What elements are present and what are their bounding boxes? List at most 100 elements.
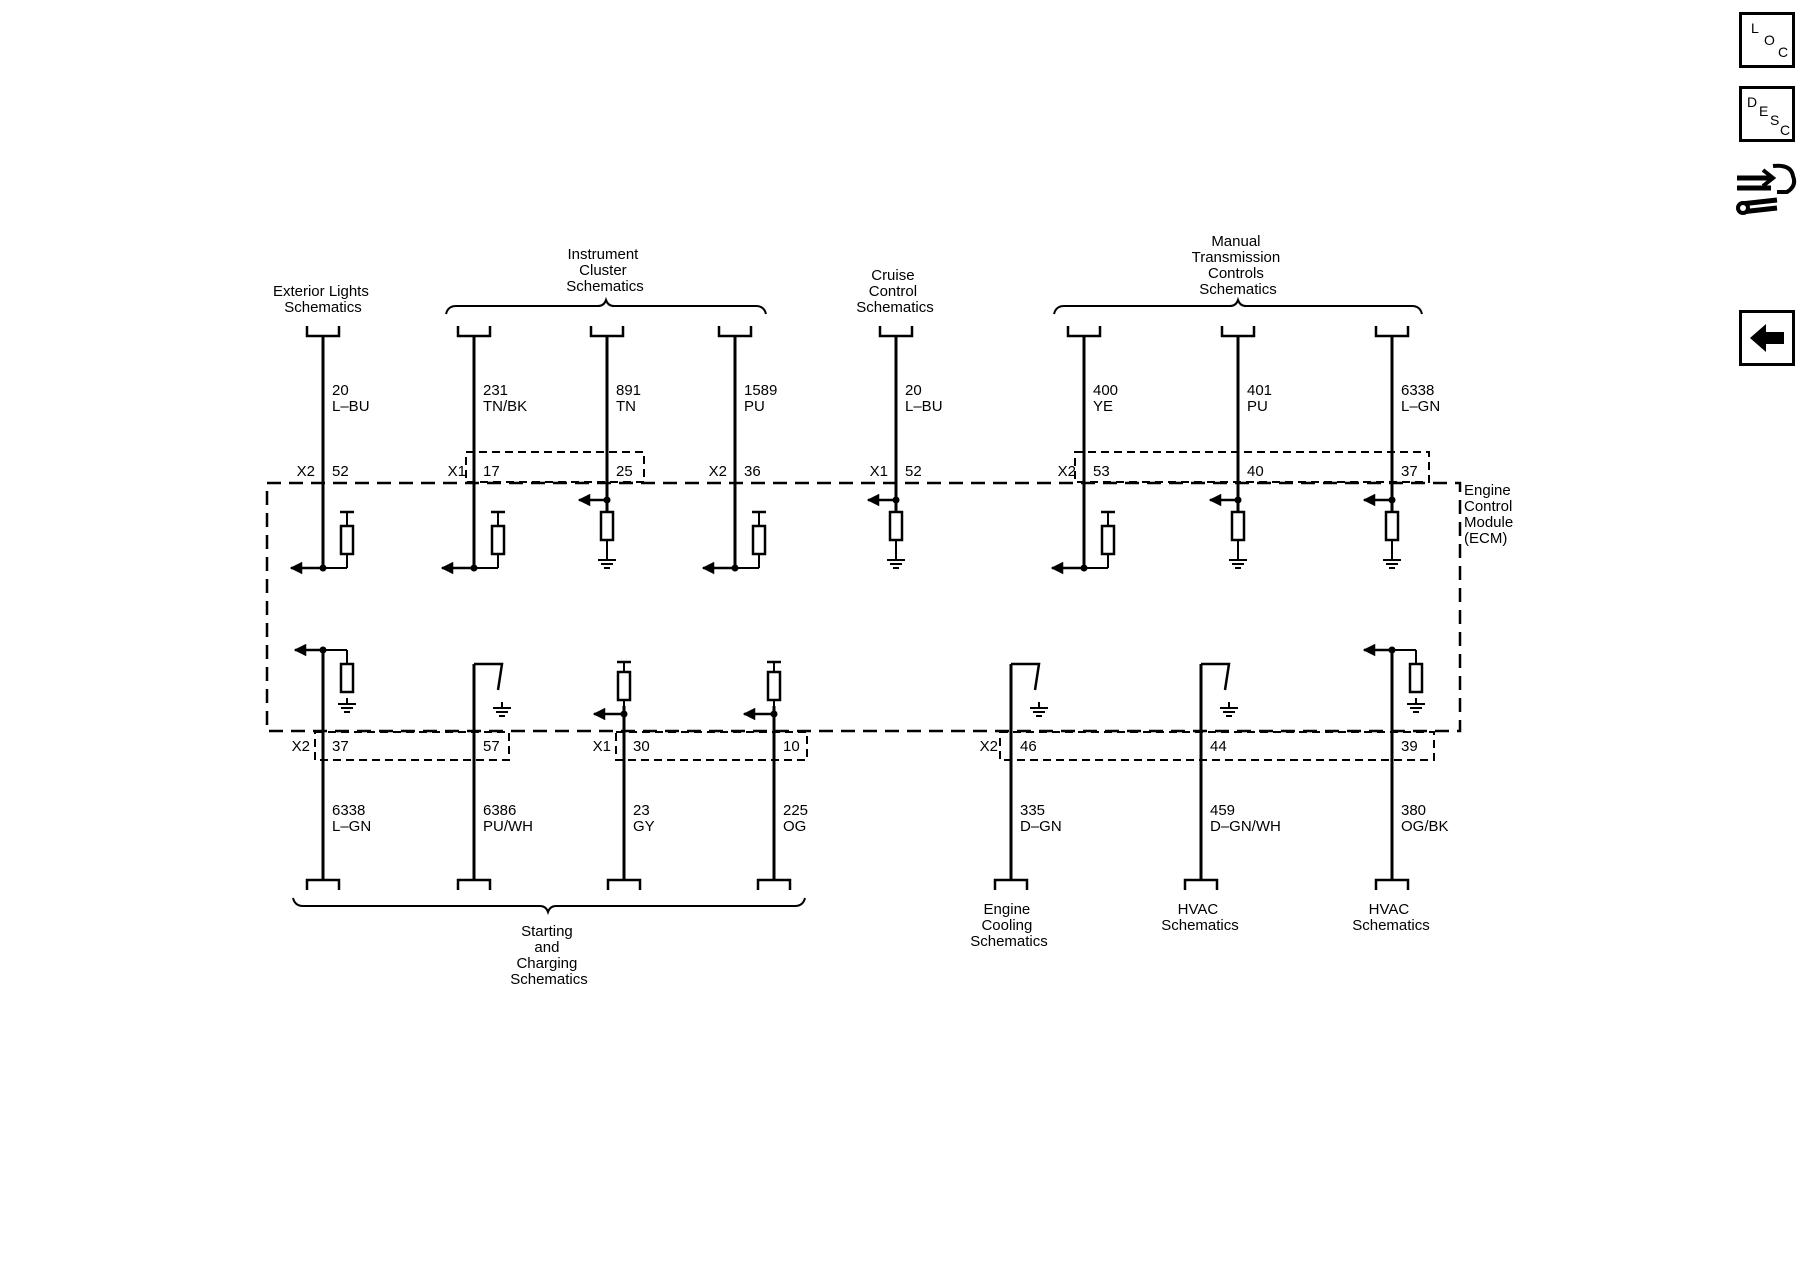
- circuit-number: 1589: [744, 382, 777, 399]
- pin-number: 46: [1020, 738, 1037, 755]
- wire-color: L–GN: [332, 818, 371, 835]
- wire-color: YE: [1093, 398, 1113, 415]
- brace-instrument-cluster: [445, 296, 767, 315]
- pin-number: 30: [633, 738, 650, 755]
- loc-letter-o: O: [1764, 32, 1775, 48]
- connector-symbol: [305, 878, 341, 890]
- connector-id: X1: [870, 463, 888, 480]
- connector-symbol: [606, 878, 642, 890]
- wire-color: D–GN/WH: [1210, 818, 1281, 835]
- pin-number: 44: [1210, 738, 1227, 755]
- circuit-number: 6386: [483, 802, 516, 819]
- arrow-left-icon: [1750, 324, 1784, 352]
- resistor: [339, 662, 355, 694]
- connector-tools-button[interactable]: [1733, 156, 1800, 220]
- desc-letter-s: S: [1770, 112, 1780, 128]
- resistor: [1230, 510, 1246, 542]
- loc-letter-c: C: [1778, 44, 1789, 60]
- x2-connector-box-bottom-a: [314, 731, 510, 761]
- pin-number: 39: [1401, 738, 1418, 755]
- junction-dot: [603, 496, 611, 504]
- dest-starting-charging: Starting and Charging Schematics: [510, 923, 588, 988]
- resistor: [766, 670, 782, 702]
- wire-color: L–BU: [905, 398, 943, 415]
- circuit-number: 891: [616, 382, 641, 399]
- connector-symbol: [993, 878, 1029, 890]
- wrench-connector-icon: [1736, 163, 1797, 215]
- junction-dot: [892, 496, 900, 504]
- pin-number: 53: [1093, 463, 1110, 480]
- circuit-number: 20: [332, 382, 349, 399]
- connector-symbol: [1374, 878, 1410, 890]
- module-label: Engine Control Module (ECM): [1464, 482, 1517, 547]
- x2-connector-box-top: [1074, 451, 1430, 483]
- pin-number: 25: [616, 463, 633, 480]
- dest-engine-cooling: Engine Cooling Schematics: [970, 901, 1048, 950]
- desc-letter-e: E: [1759, 103, 1769, 119]
- connector-symbol: [1066, 326, 1102, 338]
- pin-number: 37: [1401, 463, 1418, 480]
- wire-color: PU/WH: [483, 818, 533, 835]
- description-button[interactable]: D E S C: [1739, 86, 1795, 142]
- switch-contact: [1201, 662, 1231, 691]
- top-circuit: 20L–BU X1 52: [866, 326, 943, 569]
- connector-symbol: [1220, 326, 1256, 338]
- pin-number: 57: [483, 738, 500, 755]
- circuit-number: 400: [1093, 382, 1118, 399]
- wire-color: L–GN: [1401, 398, 1440, 415]
- pin-number: 37: [332, 738, 349, 755]
- wire-color: PU: [1247, 398, 1268, 415]
- circuit-number: 225: [783, 802, 808, 819]
- dest-hvac-1: HVAC Schematics: [1161, 901, 1239, 934]
- circuit-number: 20: [905, 382, 922, 399]
- wire-color: D–GN: [1020, 818, 1062, 835]
- back-button[interactable]: [1739, 310, 1795, 366]
- circuit-number: 380: [1401, 802, 1426, 819]
- connector-symbol: [878, 326, 914, 338]
- dest-instrument-cluster: Instrument Cluster Schematics: [566, 246, 644, 295]
- pin-number: 36: [744, 463, 761, 480]
- connector-symbol: [1183, 878, 1219, 890]
- connector-id: X2: [980, 738, 998, 755]
- bottom-wires: 37X26338L–GN576386PU/WH30X123GY10225OG46…: [292, 643, 1449, 890]
- pin-number: 52: [905, 463, 922, 480]
- connector-id: X2: [297, 463, 315, 480]
- resistor: [1408, 662, 1424, 694]
- dest-manual-transmission: Manual Transmission Controls Schematics: [1192, 233, 1285, 298]
- resistor: [339, 524, 355, 556]
- connector-symbol: [717, 326, 753, 338]
- connector-id: X2: [292, 738, 310, 755]
- resistor: [751, 524, 767, 556]
- dest-cruise-control: Cruise Control Schematics: [856, 267, 934, 316]
- pin-number: 10: [783, 738, 800, 755]
- wire-color: OG: [783, 818, 806, 835]
- desc-letter-c: C: [1780, 122, 1791, 138]
- x2-connector-box-bottom-b: [999, 731, 1435, 761]
- connector-id: X2: [1058, 463, 1076, 480]
- circuit-number: 6338: [332, 802, 365, 819]
- junction-dot: [1234, 496, 1242, 504]
- pin-number: 40: [1247, 463, 1264, 480]
- location-button[interactable]: L O C: [1739, 12, 1795, 68]
- wire-color: TN: [616, 398, 636, 415]
- switch-contact: [1011, 662, 1041, 691]
- wire-color: L–BU: [332, 398, 370, 415]
- circuit-number: 459: [1210, 802, 1235, 819]
- resistor: [616, 670, 632, 702]
- connector-symbol: [456, 326, 492, 338]
- resistor: [1100, 524, 1116, 556]
- resistor: [599, 510, 615, 542]
- switch-contact: [474, 662, 504, 691]
